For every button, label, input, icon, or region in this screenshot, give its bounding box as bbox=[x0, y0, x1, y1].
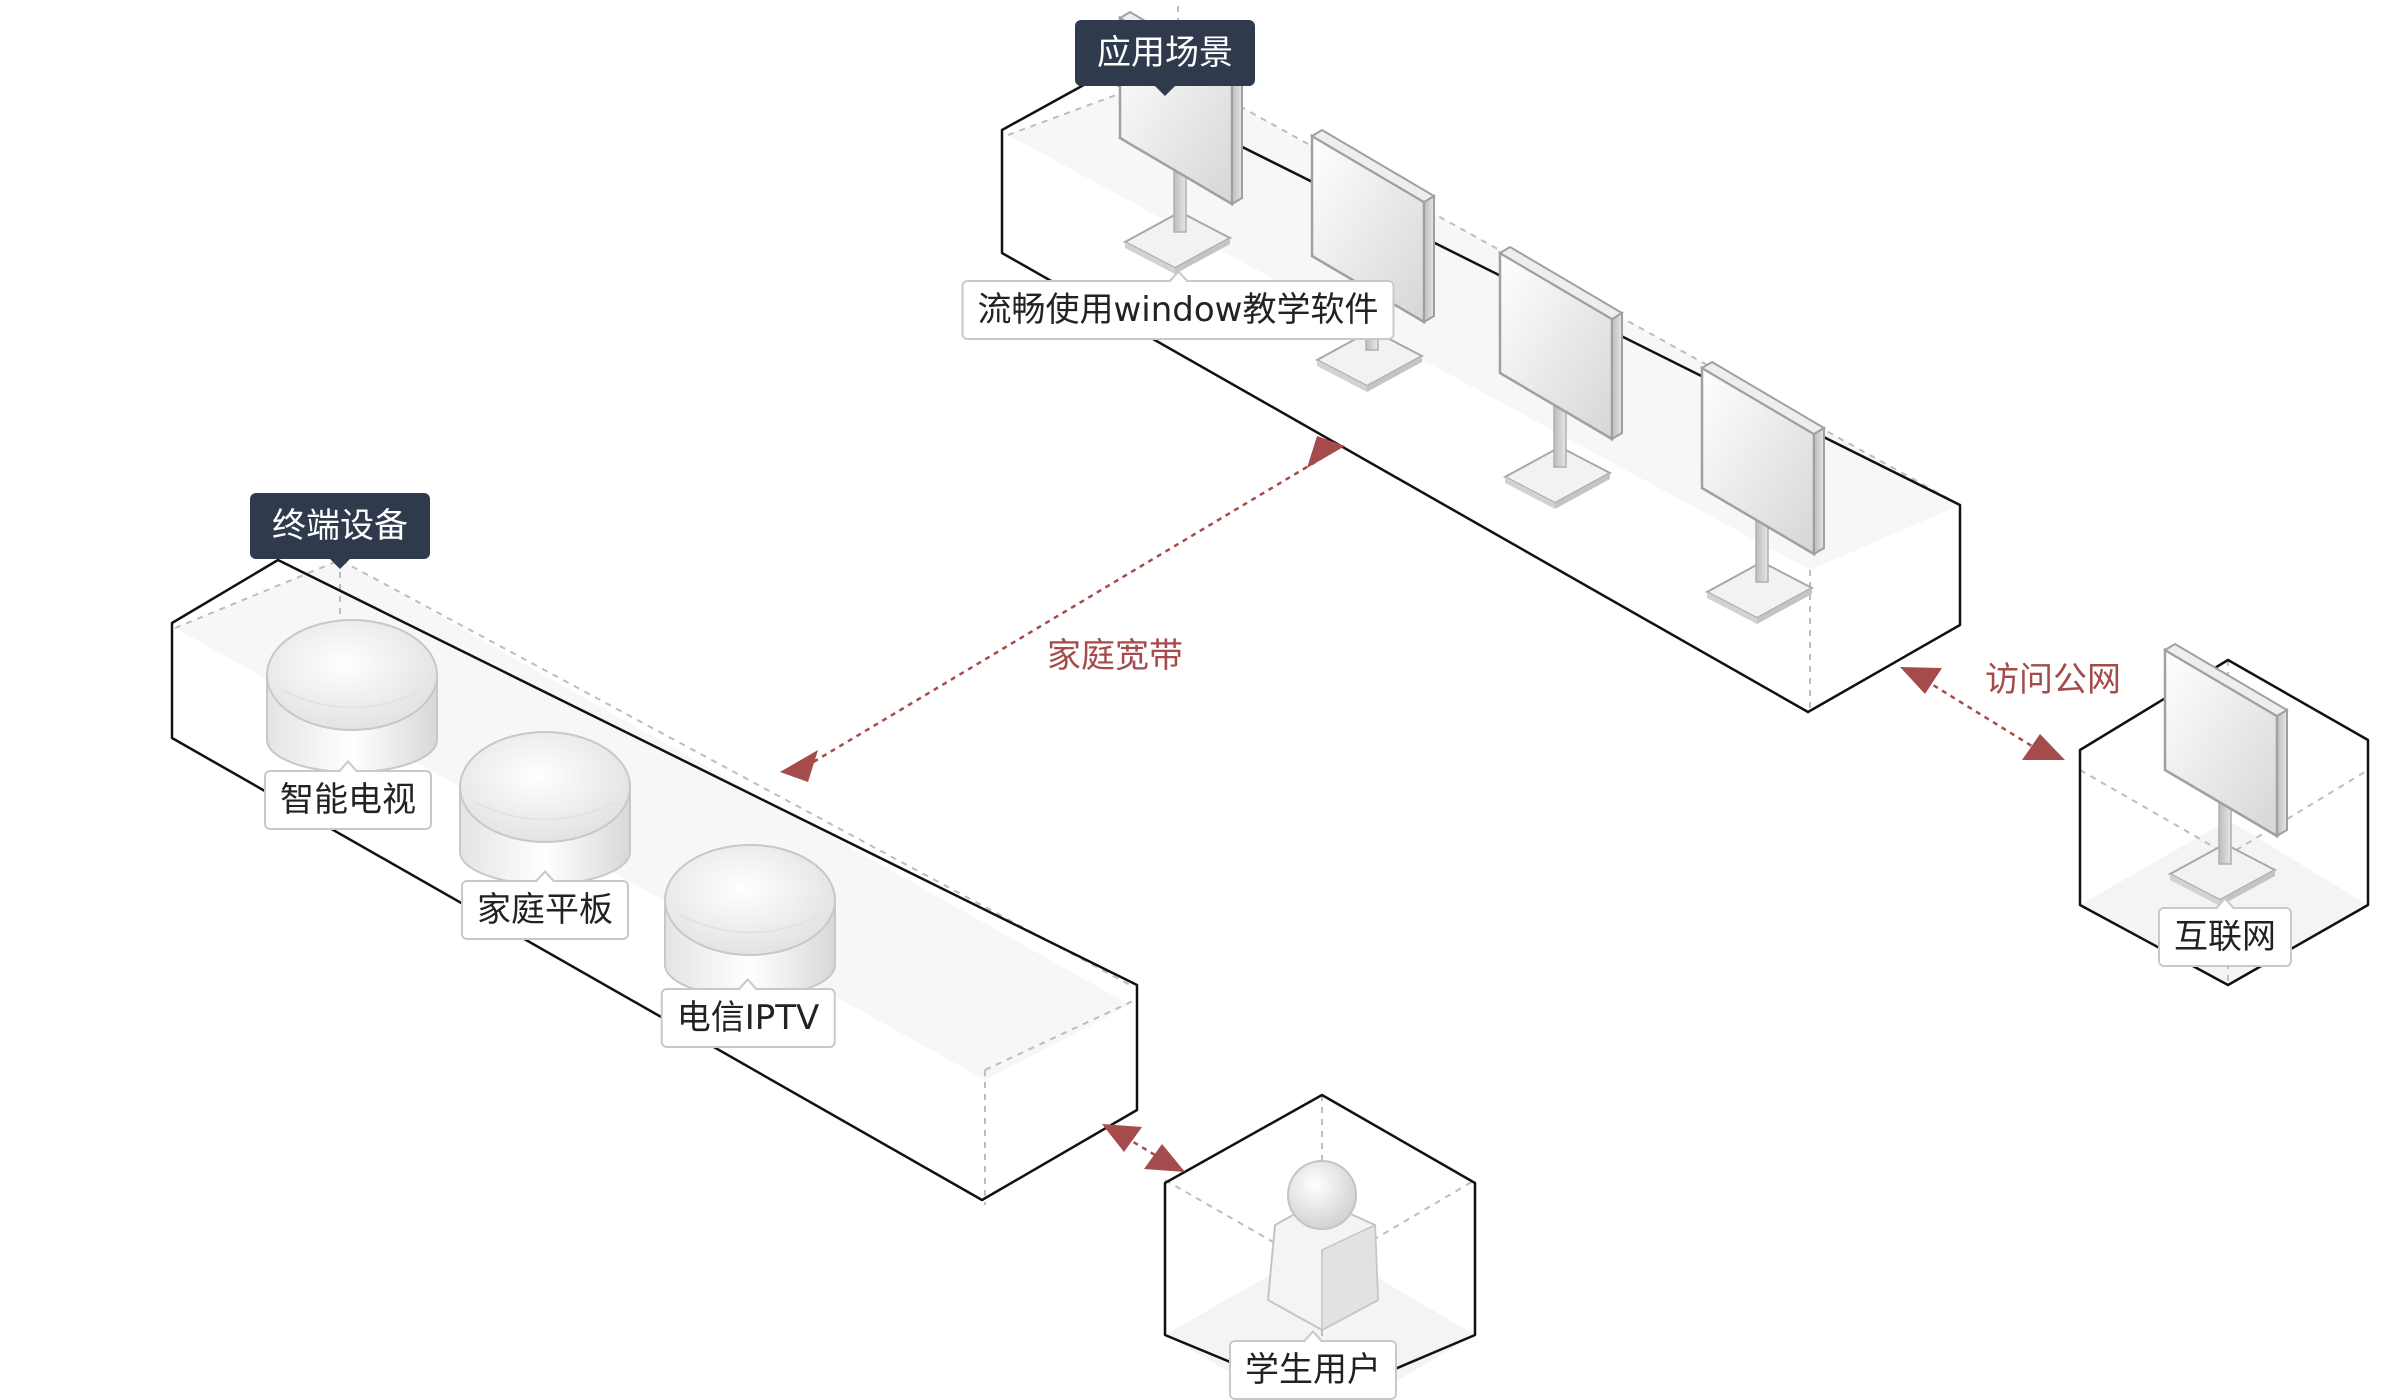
app-scene-item-label: 流畅使用window教学软件 bbox=[961, 270, 1395, 340]
terminal-item-iptv: 电信IPTV bbox=[660, 978, 836, 1048]
zone-title-terminal: 终端设备 bbox=[250, 493, 430, 569]
internet-label: 互联网 bbox=[2158, 897, 2292, 967]
terminal-device-icon bbox=[459, 731, 631, 885]
user-icon bbox=[1266, 1160, 1380, 1332]
connector-public-net bbox=[1900, 667, 2065, 760]
terminal-item-smart-tv: 智能电视 bbox=[264, 760, 432, 830]
zone-title-app-scene: 应用场景 bbox=[1075, 20, 1255, 96]
home-broadband-label: 家庭宽带 bbox=[1047, 636, 1183, 676]
monitor-icon bbox=[1310, 128, 1436, 394]
monitor-icon bbox=[1700, 360, 1826, 626]
public-net-label: 访问公网 bbox=[1985, 660, 2121, 700]
terminal-device-icon bbox=[664, 844, 836, 998]
terminal-item-tablet: 家庭平板 bbox=[461, 870, 629, 940]
student-label: 学生用户 bbox=[1229, 1330, 1397, 1400]
connector-home-broadband bbox=[780, 436, 1345, 782]
monitor-icon bbox=[1498, 245, 1624, 511]
terminal-device-icon bbox=[266, 619, 438, 773]
connector-student bbox=[1102, 1124, 1185, 1172]
